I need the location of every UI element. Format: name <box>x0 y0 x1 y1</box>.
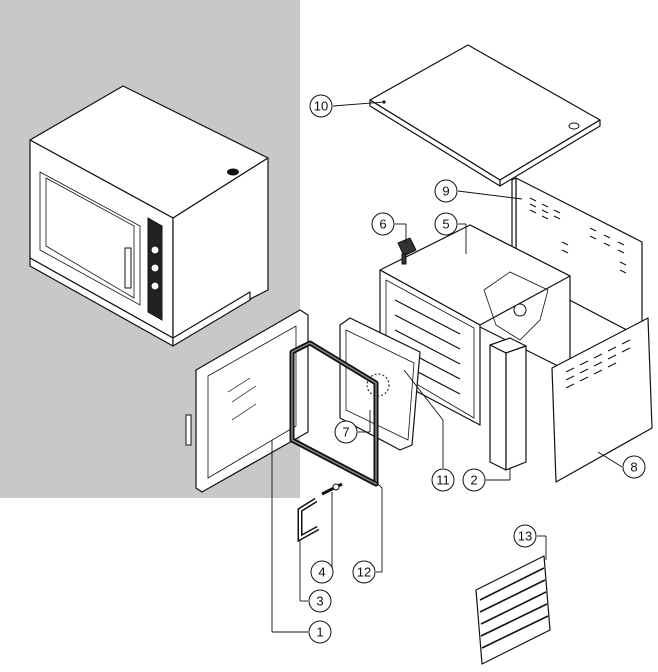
part-inner-chamber <box>379 224 571 426</box>
svg-text:8: 8 <box>630 460 637 475</box>
svg-text:4: 4 <box>318 565 325 580</box>
svg-text:2: 2 <box>470 473 477 488</box>
svg-text:1: 1 <box>316 625 323 640</box>
callout-13: 13 <box>513 524 537 548</box>
part-door <box>185 309 309 493</box>
callout-8: 8 <box>622 455 646 479</box>
callouts: 10 9 6 5 7 11 2 8 13 4 12 3 1 <box>308 94 646 644</box>
callout-5: 5 <box>434 212 458 236</box>
part-top-cover <box>369 44 601 187</box>
part-tray-runner <box>475 555 551 665</box>
svg-text:6: 6 <box>379 217 386 232</box>
callout-2: 2 <box>462 468 486 492</box>
part-door-gasket <box>289 340 379 487</box>
part-hinge-pin <box>321 482 343 496</box>
part-control-panel <box>489 337 527 471</box>
svg-text:9: 9 <box>442 184 449 199</box>
part-fan-plate <box>339 317 421 451</box>
callout-4: 4 <box>310 560 334 584</box>
svg-text:7: 7 <box>342 425 349 440</box>
svg-text:11: 11 <box>436 473 450 488</box>
callout-3: 3 <box>308 589 332 613</box>
callout-7: 7 <box>334 420 358 444</box>
svg-text:5: 5 <box>442 217 449 232</box>
callout-11: 11 <box>431 468 455 492</box>
callout-9: 9 <box>434 179 458 203</box>
callout-6: 6 <box>371 212 395 236</box>
callout-12: 12 <box>352 560 376 584</box>
callout-10: 10 <box>309 94 333 118</box>
svg-text:12: 12 <box>357 565 371 580</box>
part-front-side-panel <box>551 317 653 483</box>
callout-1: 1 <box>308 620 332 644</box>
assembled-oven <box>29 85 269 347</box>
svg-text:10: 10 <box>314 99 328 114</box>
part-door-handle <box>297 497 320 543</box>
svg-text:13: 13 <box>518 529 532 544</box>
svg-text:3: 3 <box>316 594 323 609</box>
